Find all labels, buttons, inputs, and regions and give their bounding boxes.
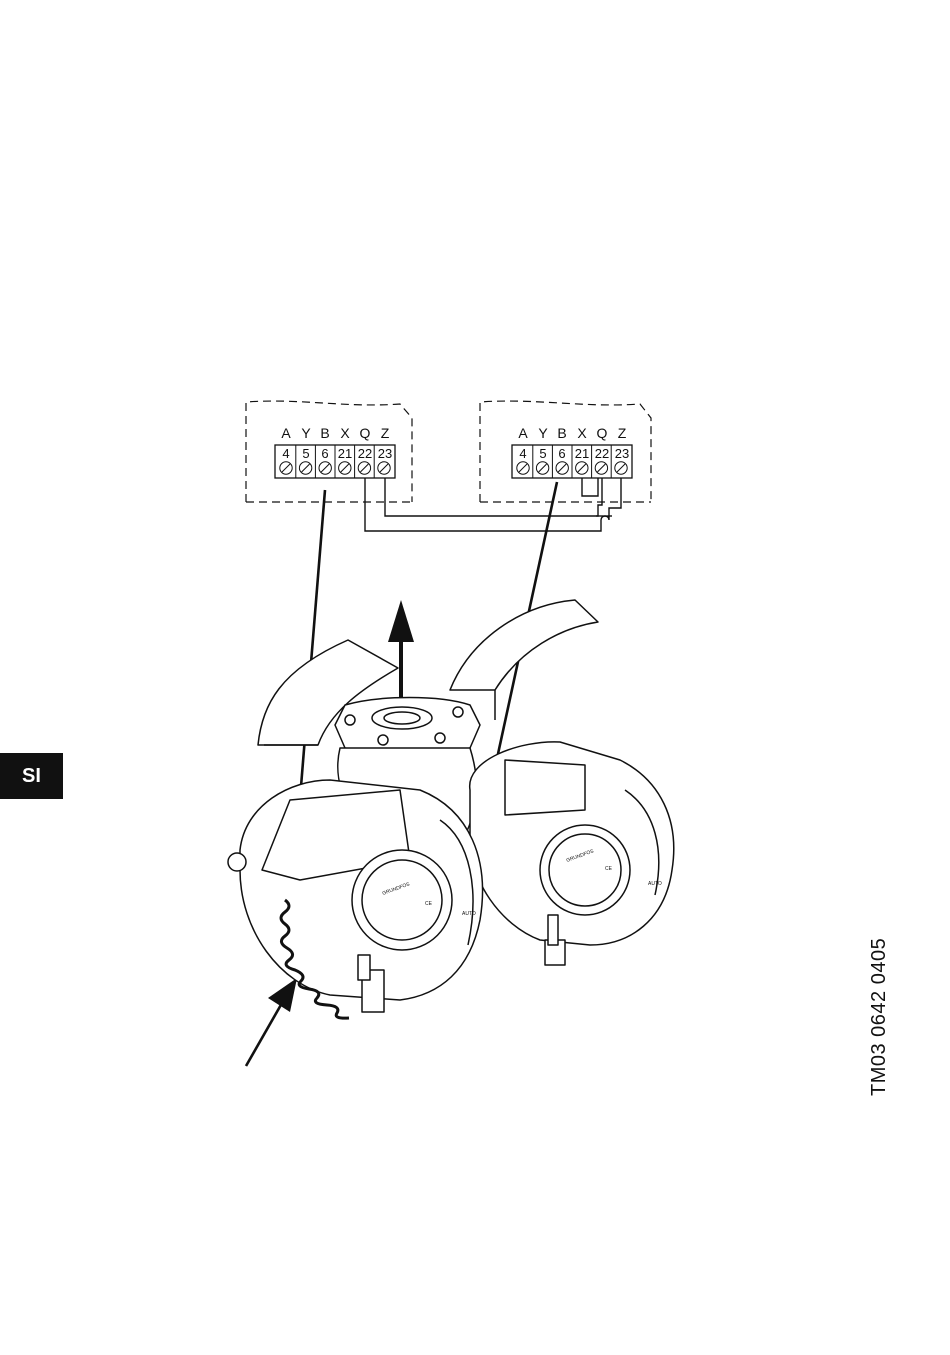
terminal-number: 6 — [558, 446, 565, 461]
terminal-letter: X — [340, 425, 350, 441]
terminal-number: 5 — [302, 446, 309, 461]
panel-mark: AUTO — [648, 881, 662, 887]
right-cover — [450, 600, 598, 690]
terminal-number: 4 — [282, 446, 289, 461]
cable-arrow — [246, 978, 297, 1066]
terminal-letter: Z — [381, 425, 390, 441]
terminal-number: 23 — [378, 446, 392, 461]
terminal-number: 22 — [358, 446, 372, 461]
terminal-letter: A — [518, 425, 528, 441]
terminal-number: 6 — [321, 446, 328, 461]
terminal-letter: X — [577, 425, 587, 441]
signal-wires — [365, 478, 621, 531]
terminal-number: 5 — [539, 446, 546, 461]
terminal-number: 4 — [519, 446, 526, 461]
terminal-number: 21 — [338, 446, 352, 461]
terminal-letter: Z — [618, 425, 627, 441]
approval-mark: CE — [425, 901, 433, 907]
terminal-number: 21 — [575, 446, 589, 461]
terminal-letter: A — [281, 425, 291, 441]
terminal-number: 23 — [615, 446, 629, 461]
terminal-letter: Y — [538, 425, 548, 441]
panel-mark: AUTO — [462, 911, 476, 917]
terminal-number: 22 — [595, 446, 609, 461]
terminal-letter: Q — [597, 425, 608, 441]
terminal-letter: Q — [360, 425, 371, 441]
terminal-letter: B — [557, 425, 566, 441]
terminal-letter: Y — [301, 425, 311, 441]
terminal-letter: B — [320, 425, 329, 441]
approval-mark: CE — [605, 866, 613, 872]
twin-pump-illustration — [228, 600, 674, 1018]
